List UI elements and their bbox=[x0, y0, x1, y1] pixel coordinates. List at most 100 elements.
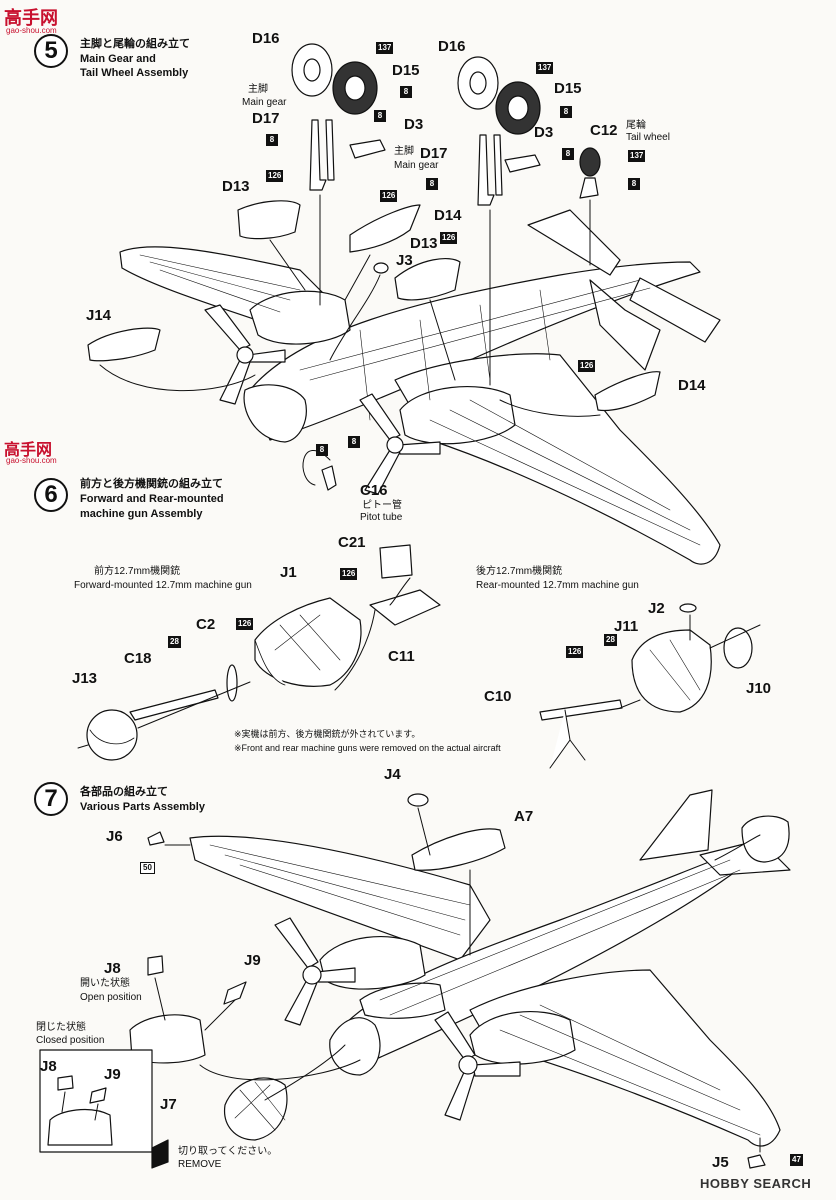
step-5-number: 5 bbox=[34, 34, 68, 68]
part-label-d16: D16 bbox=[252, 30, 280, 47]
color-badge-8: 8 bbox=[560, 106, 572, 118]
step7-arrows bbox=[61, 807, 761, 1153]
part-label-d13: D13 bbox=[410, 235, 438, 252]
watermark-url-side: gao-shou.com bbox=[6, 456, 57, 465]
color-badge-126: 126 bbox=[340, 568, 358, 580]
part-label-d17: D17 bbox=[252, 110, 280, 127]
part-label-j9: J9 bbox=[244, 952, 261, 969]
step-6-number: 6 bbox=[34, 478, 68, 512]
closed-position-inset bbox=[39, 1049, 153, 1153]
part-label-d15: D15 bbox=[554, 80, 582, 97]
part-label-c2: C2 bbox=[196, 616, 216, 633]
color-badge-8: 8 bbox=[562, 148, 574, 160]
color-badge-8: 8 bbox=[628, 178, 640, 190]
pitot-tube-jp: ピトー管 bbox=[362, 500, 402, 511]
open-position-en: Open position bbox=[80, 992, 142, 1003]
step-6-note-en: ※Front and rear machine guns were remove… bbox=[234, 743, 501, 753]
remove-instruction-jp: 切り取ってください。 bbox=[178, 1146, 278, 1157]
part-label-j6: J6 bbox=[106, 828, 123, 845]
remove-icon bbox=[151, 1139, 169, 1169]
closed-position-en: Closed position bbox=[36, 1035, 105, 1046]
step-5-title-en2: Tail Wheel Assembly bbox=[80, 67, 189, 79]
step-7-number: 7 bbox=[34, 782, 68, 816]
part-label-d17: D17 bbox=[420, 145, 448, 162]
closed-position-jp: 閉じた状態 bbox=[36, 1022, 86, 1033]
part-label-d3: D3 bbox=[534, 124, 554, 141]
remove-instruction-en: REMOVE bbox=[178, 1159, 222, 1170]
part-label-d15: D15 bbox=[392, 62, 420, 79]
color-badge-8: 8 bbox=[348, 436, 360, 448]
color-badge-50: 50 bbox=[140, 862, 155, 874]
tail-wheel-en: Tail wheel bbox=[626, 132, 670, 143]
part-label-j5: J5 bbox=[712, 1154, 729, 1171]
part-label-j2: J2 bbox=[648, 600, 665, 617]
step-6-note-jp: ※実機は前方、後方機関銃が外されています。 bbox=[234, 729, 421, 739]
part-label-c10: C10 bbox=[484, 688, 512, 705]
part-label-d3: D3 bbox=[404, 116, 424, 133]
part-label-c21: C21 bbox=[338, 534, 366, 551]
tail-wheel-jp: 尾輪 bbox=[626, 120, 646, 131]
step-5-title-en1: Main Gear and bbox=[80, 53, 156, 65]
open-position-jp: 開いた状態 bbox=[80, 978, 130, 989]
color-badge-126: 126 bbox=[440, 232, 458, 244]
color-badge-8: 8 bbox=[374, 110, 386, 122]
step5-panel-lines bbox=[139, 254, 701, 546]
part-label-j10: J10 bbox=[746, 680, 772, 697]
part-label-c11: C11 bbox=[388, 648, 415, 665]
part-label-j8-closed: J8 bbox=[40, 1058, 57, 1075]
part-label-j3: J3 bbox=[396, 252, 413, 269]
step5-propellers bbox=[204, 304, 441, 495]
watermark-logo: 高手网 bbox=[4, 8, 58, 28]
step5-gear-struts bbox=[309, 119, 541, 206]
color-badge-126: 126 bbox=[578, 360, 596, 372]
rear-gun-en: Rear-mounted 12.7mm machine gun bbox=[476, 580, 639, 591]
part-label-j14: J14 bbox=[86, 307, 112, 324]
step7-propellers bbox=[274, 917, 521, 1121]
part-label-j13: J13 bbox=[72, 670, 98, 687]
color-badge-28: 28 bbox=[168, 636, 181, 648]
color-badge-126: 126 bbox=[380, 190, 398, 202]
step-7-title-en: Various Parts Assembly bbox=[80, 801, 205, 813]
step-6-title-jp: 前方と後方機関銃の組み立て bbox=[80, 478, 223, 490]
part-label-c16: C16 bbox=[360, 482, 388, 499]
color-badge-8: 8 bbox=[316, 444, 328, 456]
main-gear-en: Main gear bbox=[394, 160, 439, 171]
step5-right-wheels bbox=[457, 56, 541, 135]
color-badge-126: 126 bbox=[266, 170, 284, 182]
color-badge-137: 137 bbox=[536, 62, 554, 74]
step-5-title-jp: 主脚と尾輪の組み立て bbox=[80, 38, 190, 50]
footer-brand: HOBBY SEARCH bbox=[700, 1176, 812, 1191]
part-label-c18: C18 bbox=[124, 650, 152, 667]
step5-gear-doors bbox=[87, 200, 661, 491]
pitot-tube-en: Pitot tube bbox=[360, 512, 403, 523]
fwd-gun-jp: 前方12.7mm機関銃 bbox=[94, 566, 181, 577]
step-7-title-jp: 各部品の組み立て bbox=[80, 786, 168, 798]
part-label-j11: J11 bbox=[614, 618, 639, 635]
part-label-d16: D16 bbox=[438, 38, 466, 55]
part-label-j1: J1 bbox=[280, 564, 297, 581]
step7-panel-lines bbox=[209, 844, 761, 1136]
color-badge-28: 28 bbox=[604, 634, 617, 646]
part-label-j7: J7 bbox=[160, 1096, 177, 1113]
watermark-url: gao-shou.com bbox=[6, 26, 57, 35]
step5-tail-wheel bbox=[579, 147, 601, 199]
fwd-gun-en: Forward-mounted 12.7mm machine gun bbox=[74, 580, 252, 591]
watermark-logo-side: 高手网 bbox=[4, 442, 53, 459]
step6-arrows bbox=[77, 577, 761, 749]
step5-left-wheels bbox=[291, 43, 378, 115]
color-badge-47: 47 bbox=[790, 1154, 803, 1166]
color-badge-137: 137 bbox=[376, 42, 394, 54]
part-label-j4: J4 bbox=[384, 766, 401, 783]
color-badge-126: 126 bbox=[566, 646, 584, 658]
step5-arrows bbox=[99, 194, 601, 486]
part-label-d13: D13 bbox=[222, 178, 250, 195]
color-badge-137: 137 bbox=[628, 150, 646, 162]
color-badge-126: 126 bbox=[236, 618, 254, 630]
rear-gun-jp: 後方12.7mm機関銃 bbox=[476, 566, 563, 577]
color-badge-8: 8 bbox=[400, 86, 412, 98]
step-6-title-en1: Forward and Rear-mounted bbox=[80, 493, 224, 505]
part-label-j9-closed: J9 bbox=[104, 1066, 121, 1083]
main-gear-jp: 主脚 bbox=[248, 84, 268, 95]
step-6-title-en2: machine gun Assembly bbox=[80, 508, 203, 520]
